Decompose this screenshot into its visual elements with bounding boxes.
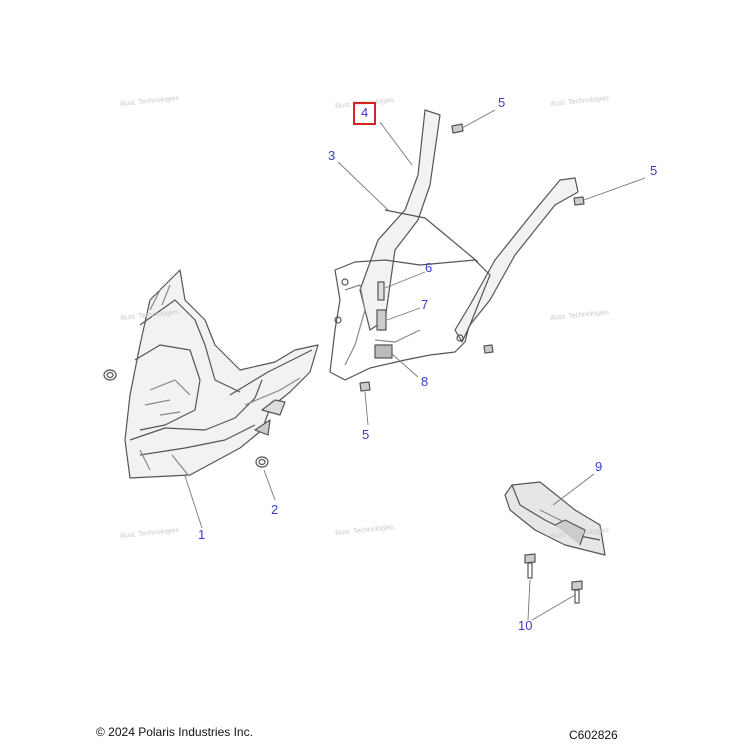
callout-7[interactable]: 7 <box>421 297 429 312</box>
grommet-part <box>255 456 269 468</box>
copyright-text: © 2024 Polaris Industries Inc. <box>96 725 253 739</box>
headlight-assembly-part <box>124 269 319 479</box>
cover-part <box>504 481 606 556</box>
callout-5[interactable]: 5 <box>650 163 658 178</box>
callout-4-highlighted[interactable]: 4 <box>353 102 377 125</box>
drawing-code: C602826 <box>569 728 618 742</box>
callout-5[interactable]: 5 <box>362 427 370 442</box>
screw-part <box>359 123 585 392</box>
callout-6[interactable]: 6 <box>425 260 433 275</box>
callout-1[interactable]: 1 <box>198 527 206 542</box>
callout-2[interactable]: 2 <box>271 502 279 517</box>
mounting-bracket-part <box>329 109 579 381</box>
callout-9[interactable]: 9 <box>595 459 603 474</box>
callout-5[interactable]: 5 <box>498 95 506 110</box>
callout-3[interactable]: 3 <box>328 148 336 163</box>
bolt-part <box>524 553 583 604</box>
callout-10[interactable]: 10 <box>518 618 533 633</box>
clip-part <box>374 344 393 359</box>
leader-lines <box>184 109 646 621</box>
stud-part <box>377 281 385 301</box>
callout-8[interactable]: 8 <box>421 374 429 389</box>
grommet-part <box>103 369 117 381</box>
spacer-part <box>376 309 387 331</box>
